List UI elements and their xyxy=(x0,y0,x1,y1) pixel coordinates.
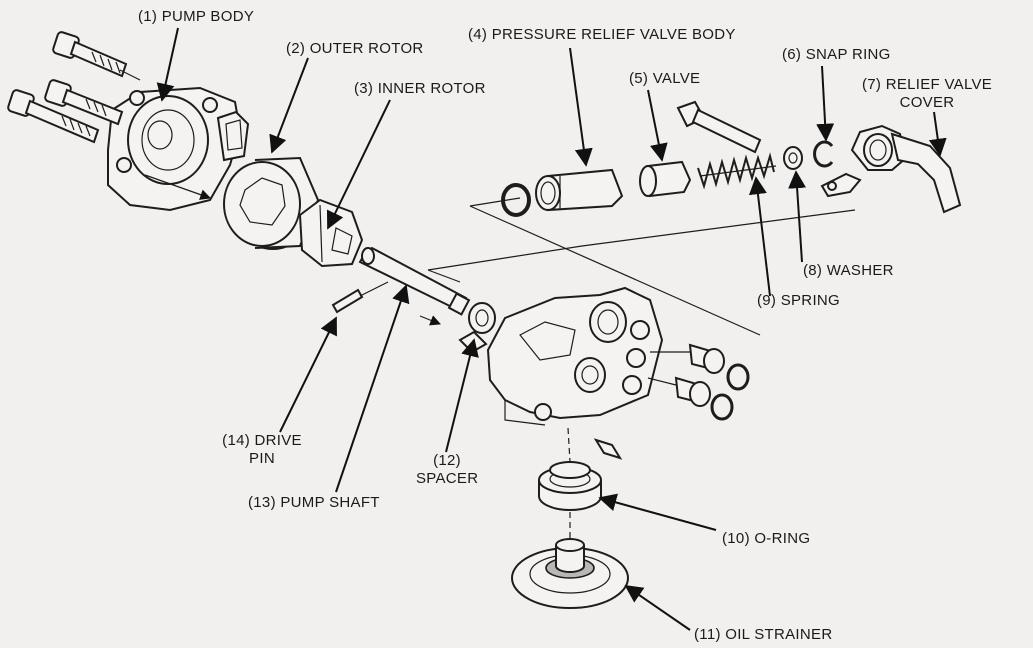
oil-strainer-part xyxy=(511,538,629,609)
label-inner-rotor: (3) INNER ROTOR xyxy=(354,80,486,97)
label-drive-pin: (14) DRIVE PIN xyxy=(212,432,312,468)
label-spacer: (12) SPACER xyxy=(416,452,478,488)
o-ring-seal-part xyxy=(538,461,602,511)
label-pump-body: (1) PUMP BODY xyxy=(138,8,255,25)
relief-group-frame xyxy=(427,197,856,336)
pump-housing-part xyxy=(486,286,664,426)
valve-part xyxy=(639,160,692,198)
relief-valve-cover-part xyxy=(820,124,962,214)
label-relief-valve-cover-line2: COVER xyxy=(899,94,955,111)
label-outer-rotor: (2) OUTER ROTOR xyxy=(286,40,424,57)
valve-bolt-part xyxy=(676,100,762,154)
label-o-ring: (10) O-RING xyxy=(722,530,811,547)
pump-shaft-part xyxy=(358,246,471,316)
spacer-part xyxy=(468,302,496,334)
label-spring: (9) SPRING xyxy=(757,292,841,309)
snap-ring-part xyxy=(813,140,834,168)
pressure-relief-valve-body-part xyxy=(535,168,624,212)
pump-body-bolts xyxy=(7,31,128,144)
label-relief-valve-cover-line1: (7) RELIEF VALVE xyxy=(862,76,993,93)
washer-part xyxy=(783,146,803,170)
label-pump-shaft: (13) PUMP SHAFT xyxy=(248,494,380,511)
label-spacer-line2: SPACER xyxy=(416,470,479,487)
small-plug-part xyxy=(593,438,623,460)
inner-rotor-part xyxy=(298,198,364,268)
label-drive-pin-line1: (14) DRIVE xyxy=(222,432,302,449)
drive-pin-part xyxy=(331,288,364,314)
label-drive-pin-line2: PIN xyxy=(249,450,275,467)
leader-lines xyxy=(156,27,947,631)
label-pressure-relief-valve-body: (4) PRESSURE RELIEF VALVE BODY xyxy=(468,26,736,43)
label-relief-valve-cover: (7) RELIEF VALVE COVER xyxy=(862,76,992,112)
label-oil-strainer: (11) OIL STRAINER xyxy=(694,626,833,643)
spring-part xyxy=(697,152,777,190)
label-snap-ring: (6) SNAP RING xyxy=(782,46,891,63)
plugs-and-seals xyxy=(647,343,750,421)
o-ring-small-part xyxy=(501,183,531,217)
label-valve: (5) VALVE xyxy=(629,70,701,87)
label-washer: (8) WASHER xyxy=(803,262,894,279)
label-spacer-line1: (12) xyxy=(433,452,461,469)
